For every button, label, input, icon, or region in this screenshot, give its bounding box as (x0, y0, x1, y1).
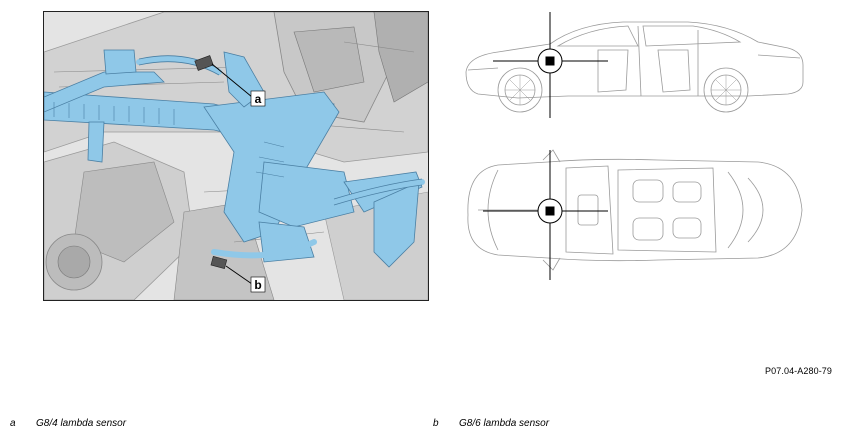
callout-b: b (250, 276, 266, 293)
vehicle-top-view (467, 149, 803, 271)
legend-label-b: G8/6 lambda sensor (459, 418, 550, 429)
callout-b-key: b (254, 278, 261, 292)
callout-a-key: a (255, 92, 262, 106)
lambda-sensor-icon (210, 255, 228, 270)
locator-crosshair-icon (493, 12, 608, 118)
vehicle-side-view (465, 21, 804, 113)
lambda-sensor-icon (194, 55, 214, 71)
legend-item-a: a G8/4 lambda sensor (10, 418, 126, 429)
legend-key-b: b (433, 418, 439, 429)
legend-item-b: b G8/6 lambda sensor (433, 418, 549, 429)
locator-crosshair-icon (483, 150, 608, 280)
legend-key-a: a (10, 418, 16, 429)
legend-label-a: G8/4 lambda sensor (36, 418, 127, 429)
vehicle-locator-illustration (458, 10, 818, 300)
figure-reference-code: P07.04-A280-79 (765, 366, 832, 376)
callout-a: a (250, 90, 266, 107)
engine-bay-illustration: a b (43, 11, 429, 301)
